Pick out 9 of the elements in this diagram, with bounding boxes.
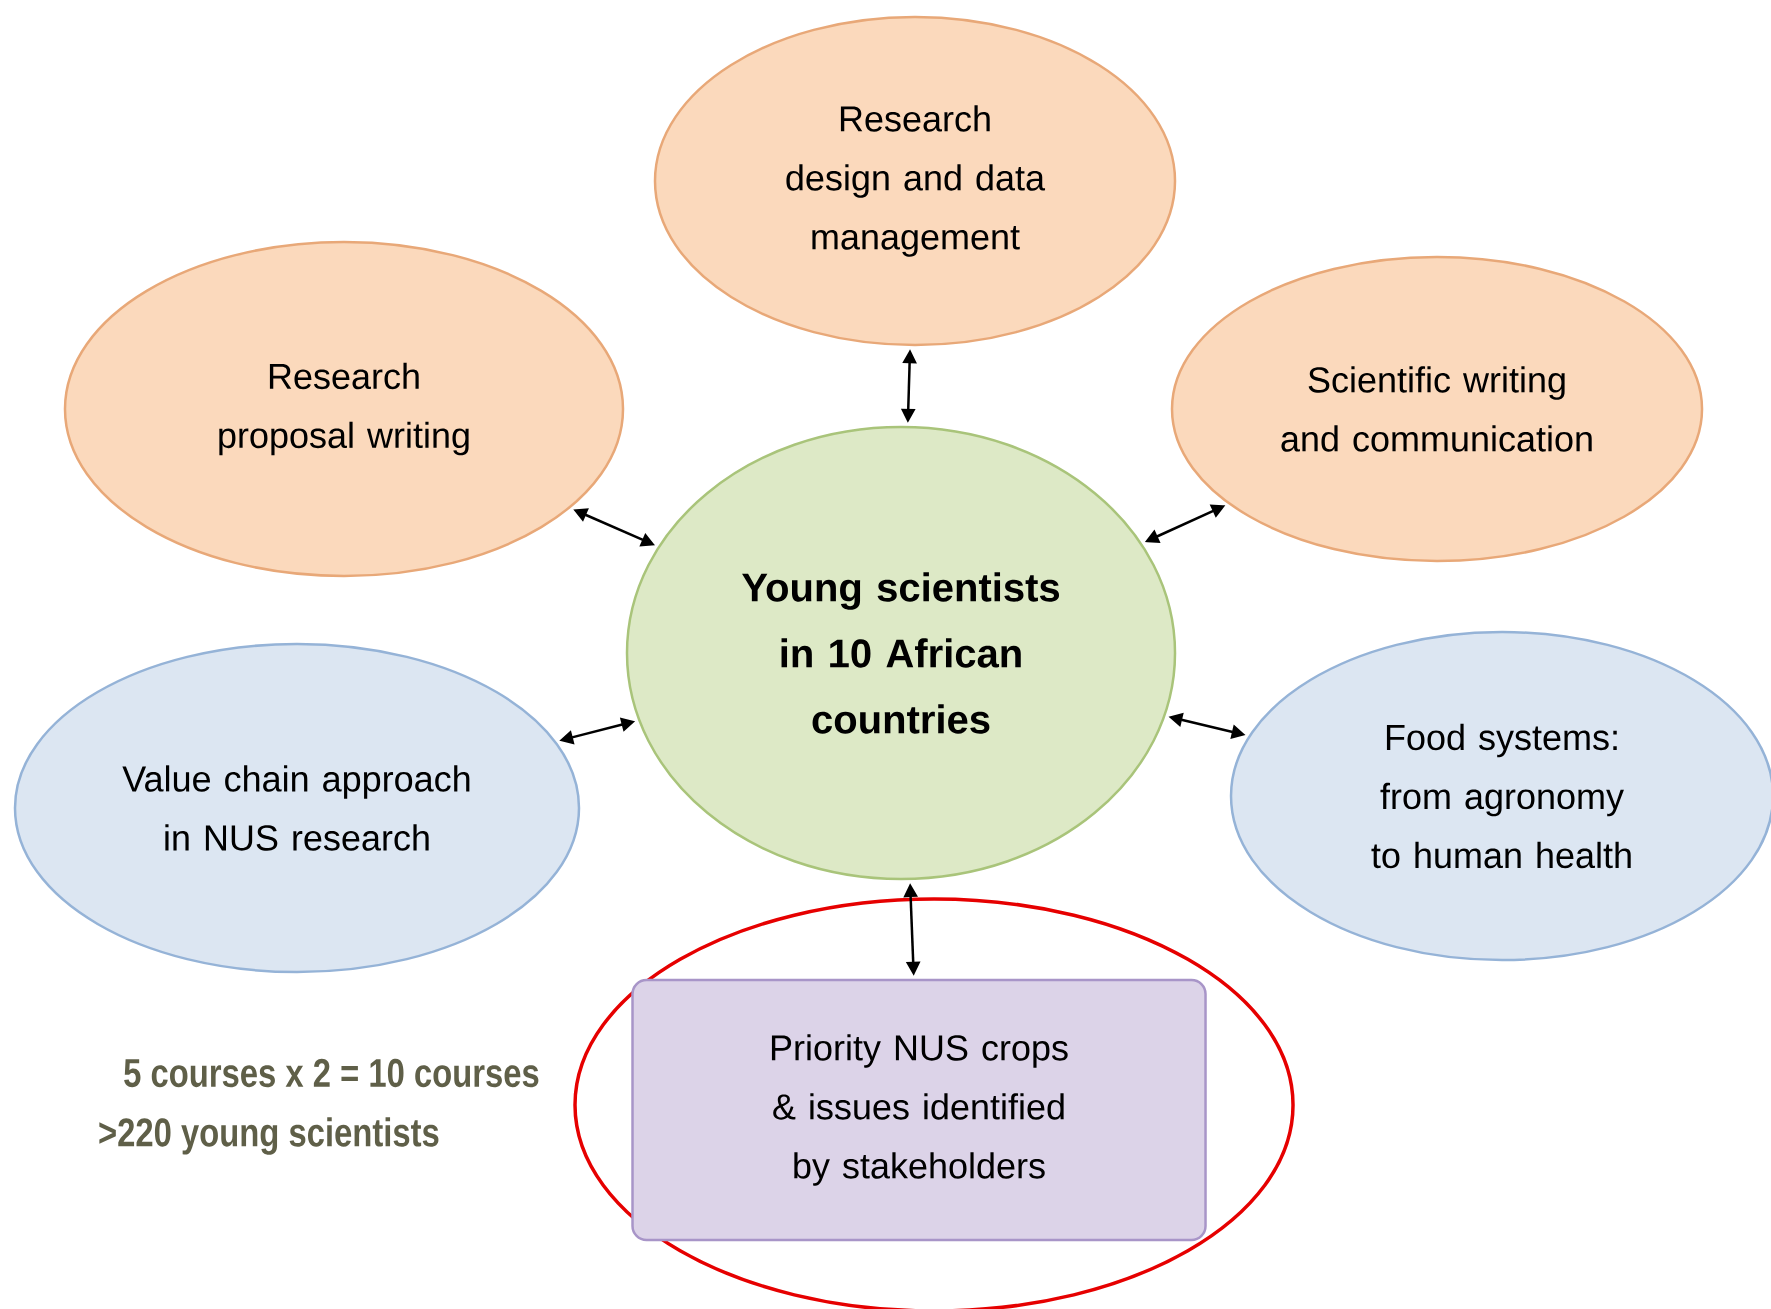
ellipse-node: Food systems: from agronomy to human health [1229,630,1771,962]
note-text: >220 young scientists [99,1117,439,1155]
ellipse-node: Research proposal writing [63,240,625,578]
ellipse-node: Research design and data management [653,15,1177,347]
ellipse-node: Scientific writing and communication [1170,255,1704,563]
ellipse-node: Value chain approach in NUS research [13,642,581,974]
rounded-box: Priority NUS crops & issues identified by stakeholders [631,978,1207,1242]
note-text: 5 courses x 2 = 10 courses [124,1058,539,1088]
ellipse-node: Young scientists in 10 African countries [625,425,1177,881]
